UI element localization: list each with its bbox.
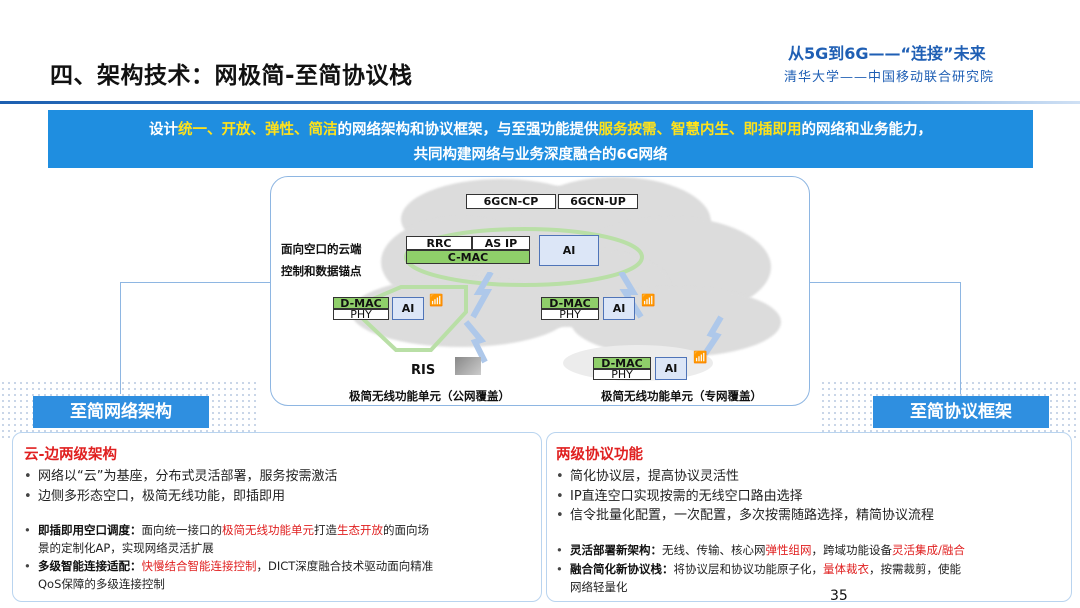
list-item: •IP直连空口实现按需的无线空口路由选择 [556, 489, 803, 504]
summary-banner: 设计统一、开放、弹性、简洁的网络架构和协议框架，与至强功能提供服务按需、智慧内生… [48, 110, 1033, 168]
cn-up-box: 6GCN-UP [558, 194, 638, 209]
architecture-panel [12, 432, 542, 602]
d-mac-box: D-MAC [541, 297, 599, 309]
detail-emphasis: 极简无线功能单元 [222, 523, 314, 537]
detail-emphasis: 量体裁衣 [823, 562, 869, 576]
detail-emphasis: 生态开放 [337, 523, 383, 537]
ris-panel-icon [455, 357, 481, 375]
detail-text: ，DICT深度融合技术驱动面向精准 [256, 559, 434, 573]
detail-item-continued: 景的定制化AP，实现网络灵活扩展 [38, 541, 214, 555]
ai-box: AI [539, 235, 599, 266]
list-item: •边侧多形态空口，极简无线功能，即插即用 [24, 489, 286, 504]
detail-emphasis: 弹性组网 [765, 543, 812, 557]
protocol-panel [546, 432, 1072, 602]
antenna-icon: 📶 [641, 293, 656, 307]
list-item-text: 信令批量化配置，一次配置，多次按需随路选择，精简协议流程 [570, 508, 935, 523]
ai-box: AI [655, 357, 687, 380]
banner-text: 设计 [149, 122, 178, 138]
page-number: 35 [830, 588, 848, 604]
detail-text: 打造 [314, 523, 337, 537]
banner-text: 的网络和业务能力， [801, 122, 933, 138]
unit-private-label: 极简无线功能单元（专网覆盖） [601, 389, 762, 403]
list-item: •网络以“云”为基座，分布式灵活部署，服务按需激活 [24, 469, 338, 484]
detail-emphasis: 快慢结合智能连接控制 [141, 559, 257, 573]
detail-item: •融合简化新协议栈：将协议层和协议功能原子化，量体裁衣，按需裁剪，使能 [556, 562, 961, 576]
detail-text: ，按需裁剪，使能 [869, 562, 961, 576]
banner-highlight: 统一、开放、弹性、简洁 [178, 122, 338, 138]
banner-line-1: 设计统一、开放、弹性、简洁的网络架构和协议框架，与至强功能提供服务按需、智慧内生… [48, 118, 1033, 139]
phy-box: PHY [541, 309, 599, 320]
detail-emphasis: 灵活集成/融合 [892, 543, 965, 557]
list-item-text: 网络以“云”为基座，分布式灵活部署，服务按需激活 [38, 469, 338, 484]
ai-box: AI [392, 297, 424, 320]
detail-text: ，跨域功能设备 [811, 543, 893, 557]
c-mac-box: C-MAC [406, 250, 530, 264]
d-mac-box: D-MAC [333, 297, 389, 309]
detail-text: 面向统一接口的 [141, 523, 223, 537]
detail-key: 灵活部署新架构： [570, 543, 662, 557]
detail-item: •多级智能连接适配：快慢结合智能连接控制，DICT深度融合技术驱动面向精准 [24, 559, 434, 573]
anchor-label: 控制和数据锚点 [281, 264, 362, 278]
list-item-text: 边侧多形态空口，极简无线功能，即插即用 [38, 489, 286, 504]
phy-box: PHY [593, 369, 651, 380]
list-item-text: IP直连空口实现按需的无线空口路由选择 [570, 489, 803, 504]
detail-text: 无线、传输、核心网 [662, 543, 766, 557]
page-title: 四、架构技术：网极简-至简协议栈 [50, 63, 413, 89]
detail-key: 融合简化新协议栈： [570, 562, 674, 576]
header-divider [0, 101, 1080, 104]
d-mac-box: D-MAC [593, 357, 651, 369]
detail-key: 即插即用空口调度： [38, 523, 142, 537]
banner-text: 的网络架构和协议框架，与至强功能提供 [337, 122, 599, 138]
list-item-text: 简化协议层，提高协议灵活性 [570, 469, 740, 484]
banner-line-2: 共同构建网络与业务深度融合的6G网络 [413, 147, 668, 163]
detail-text: 的面向场 [383, 523, 429, 537]
protocol-framework-header: 至简协议框架 [873, 396, 1049, 428]
connector-line [960, 282, 961, 394]
as-ip-box: AS IP [472, 236, 530, 250]
detail-item: •即插即用空口调度：面向统一接口的极简无线功能单元打造生态开放的面向场 [24, 523, 429, 537]
connector-line [808, 282, 960, 283]
list-item: •简化协议层，提高协议灵活性 [556, 469, 740, 484]
rrc-box: RRC [406, 236, 472, 250]
connector-line [120, 282, 121, 394]
organization-name: 清华大学——中国移动联合研究院 [784, 70, 995, 85]
cn-cp-box: 6GCN-CP [466, 194, 556, 209]
network-architecture-header: 至简网络架构 [33, 396, 209, 428]
antenna-icon: 📶 [693, 350, 708, 364]
detail-item: •灵活部署新架构：无线、传输、核心网弹性组网，跨域功能设备灵活集成/融合 [556, 543, 965, 557]
anchor-label: 面向空口的云端 [281, 242, 362, 256]
architecture-diagram: 6GCN-CP 6GCN-UP 面向空口的云端 控制和数据锚点 RRC AS I… [270, 176, 810, 406]
panel-title: 云-边两级架构 [24, 447, 118, 463]
unit-public-label: 极简无线功能单元（公网覆盖） [349, 389, 510, 403]
ai-box: AI [603, 297, 635, 320]
ris-label: RIS [411, 363, 436, 378]
detail-item-continued: QoS保障的多级连接控制 [38, 577, 165, 591]
detail-key: 多级智能连接适配： [38, 559, 142, 573]
antenna-icon: 📶 [429, 293, 444, 307]
connector-line [120, 282, 272, 283]
list-item: •信令批量化配置，一次配置，多次按需随路选择，精简协议流程 [556, 508, 935, 523]
detail-item-continued: 网络轻量化 [570, 580, 628, 594]
banner-highlight: 服务按需、智慧内生、即插即用 [598, 122, 802, 138]
slogan: 从5G到6G——“连接”未来 [788, 44, 986, 63]
phy-box: PHY [333, 309, 389, 320]
detail-text: 将协议层和协议功能原子化， [673, 562, 824, 576]
panel-title: 两级协议功能 [556, 447, 643, 463]
